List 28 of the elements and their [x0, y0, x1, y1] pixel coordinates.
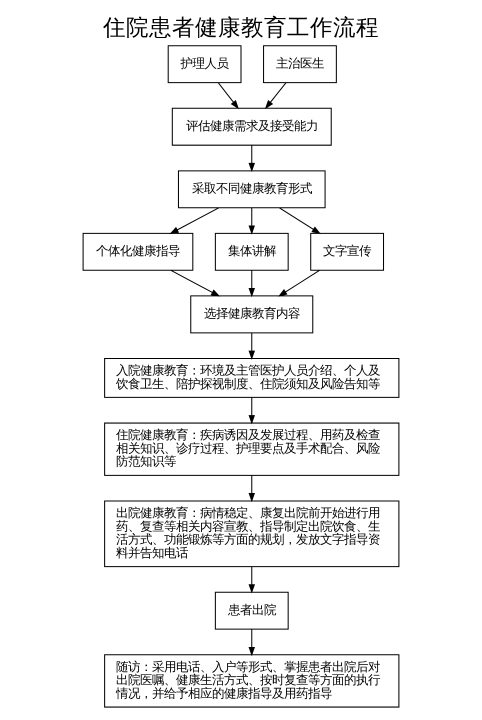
node-box: 评估健康需求及接受能力 [172, 108, 332, 146]
node-box: 入院健康教育：环境及主管医护人员介绍、个人及饮食卫生、陪护探视制度、住院须知及风险告知等 [104, 358, 400, 398]
arrow [248, 332, 255, 360]
diagram-title: 住院患者健康教育工作流程 [103, 15, 379, 42]
node-box: 护理人员 [168, 45, 242, 84]
node-box: 文字宣传 [310, 232, 384, 271]
arrow [248, 398, 255, 424]
node-box: 选择健康教育内容 [190, 295, 314, 334]
node-box: 集体讲解 [214, 232, 289, 271]
node-box: 个体化健康指导 [82, 232, 194, 271]
arrow [279, 207, 321, 234]
arrow [264, 82, 286, 110]
node-box: 随访：采用电话、入户等形式、掌握患者出院后对出院医嘱、健康生活方式、按时复查等方面的执行情况，并给予相应的健康指导及用药指导 [104, 654, 400, 708]
arrow [248, 208, 255, 235]
node-box: 采取不同健康教育形式 [178, 170, 326, 208]
node-box: 住院健康教育：疾病诱因及发展过程、用药及检查相关知识、诊疗过程、护理要点及手术配合、风险防范知识等 [104, 422, 400, 476]
arrow [248, 475, 255, 502]
arrow [248, 270, 255, 298]
node-box: 患者出院 [214, 592, 289, 630]
arrow [248, 145, 255, 172]
arrow [248, 567, 255, 594]
arrow [248, 629, 255, 656]
node-box: 主治医生 [263, 45, 337, 84]
arrow [170, 270, 220, 297]
node-box: 出院健康教育：病情稳定、康复出院前开始进行用药、复查等相关内容宣教、指导制定出院饮食、生活方式、功能锻炼等方面的规划，发放文字指导资料并告知电话 [104, 500, 400, 568]
arrow [218, 82, 239, 110]
arrow [169, 207, 220, 234]
arrow [278, 270, 320, 297]
